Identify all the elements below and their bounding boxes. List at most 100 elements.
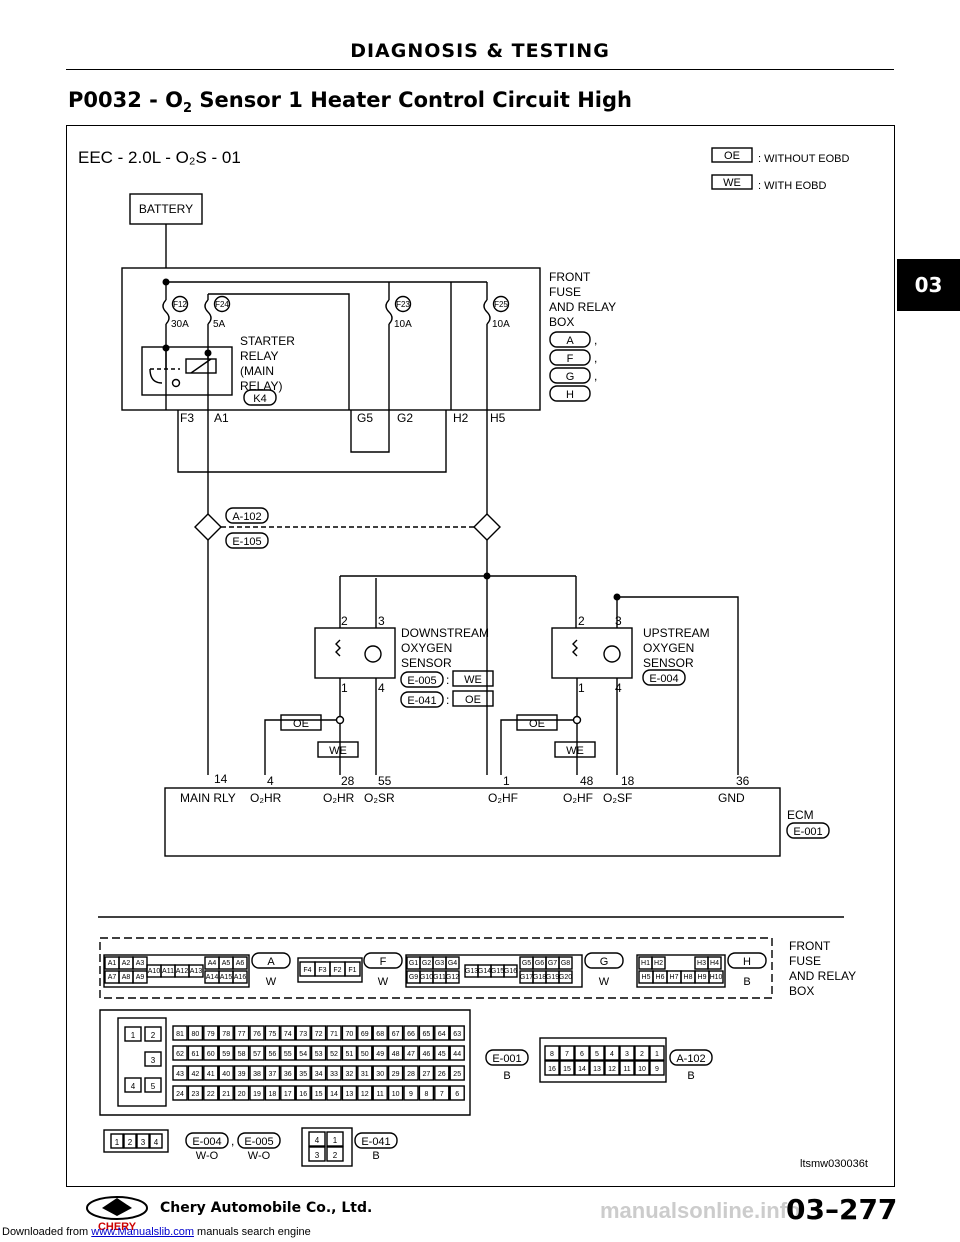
ecm-face-pin (280, 1045, 296, 1061)
ecm-face-pin (249, 1025, 265, 1041)
battery-label: BATTERY (139, 202, 193, 216)
ecm-face-pin (218, 1085, 234, 1101)
ecm-face-pin-label: 43 (176, 1071, 184, 1078)
connector-a102-color: B (687, 1070, 694, 1082)
ecm-face-pin-label: 35 (299, 1071, 307, 1078)
fuse-box-label: AND RELAY (549, 300, 616, 314)
ecm-face-pin (172, 1045, 188, 1061)
connector-a102 (669, 1049, 713, 1066)
chery-logo: CHERY (86, 1196, 148, 1233)
ecm-pin: 55 (378, 774, 392, 788)
downstream-sensor-label: SENSOR (401, 656, 452, 670)
variant-junction (335, 715, 345, 725)
e041-pin-label: 1 (333, 1136, 338, 1145)
ecm-face-pin-label: 2 (151, 1031, 156, 1040)
connector-a102-label: A-102 (676, 1053, 705, 1065)
splice-connector-e105-label: E-105 (232, 536, 261, 548)
ecm-face-pin-label: 29 (392, 1071, 400, 1078)
ecm-face-pin (418, 1085, 435, 1101)
ecm-connector-label: E-001 (793, 826, 822, 838)
ecm-face-pin (372, 1025, 388, 1041)
face-connector-color: W (599, 976, 610, 988)
pin-h-label: H1 (641, 960, 650, 967)
variant-tag-oe (280, 714, 322, 731)
ecm-face-pin (434, 1025, 450, 1041)
ecm-face-pin (372, 1065, 388, 1081)
ecm-signal: O₂HF (488, 791, 518, 805)
connector-a-body (103, 954, 250, 988)
e004-pin-label: 1 (115, 1138, 120, 1147)
a102-pin-label: 6 (580, 1051, 584, 1058)
ecm-face-pin-label: 39 (238, 1071, 246, 1078)
manualslib-link[interactable]: www.Manualslib.com (91, 1226, 194, 1238)
upstream-connector-label: E-004 (649, 673, 678, 685)
ecm-face-pin (434, 1065, 450, 1081)
ecm-face-pin (187, 1045, 204, 1061)
pin-g-label: G6 (535, 960, 544, 967)
fuse-rating: 10A (492, 319, 510, 330)
pin-a (188, 964, 204, 978)
pin-a-label: A1 (108, 960, 117, 967)
ecm-face-pin-label: 4 (131, 1082, 136, 1091)
ecm-face-pin (310, 1045, 327, 1061)
pin-g-label: G9 (409, 974, 418, 981)
splice-diamond (473, 513, 501, 541)
ecm-signal: O₂SF (603, 791, 632, 805)
legend-text: : WITH EOBD (758, 180, 827, 192)
ecm-face-pin (418, 1045, 435, 1061)
pin-g (558, 970, 573, 984)
figure-id: ltsmw030036t (800, 1158, 868, 1170)
ecm-face-pin (233, 1085, 250, 1101)
downstream-sensor-label: DOWNSTREAM (401, 626, 489, 640)
face-connector-a (251, 952, 291, 969)
pin-h-label: H5 (642, 974, 651, 981)
pin-g-label: G14 (478, 968, 491, 975)
connector-e041-body (301, 1127, 353, 1167)
a102-pin-label: 3 (625, 1051, 629, 1058)
separator: , (594, 333, 597, 347)
ecm-face-pin-label: 25 (453, 1071, 461, 1078)
page-number: 03–277 (786, 1193, 898, 1226)
fuse-id: F25 (494, 300, 508, 309)
ecm-face-pin (203, 1065, 219, 1081)
a102-pin (589, 1060, 605, 1076)
gnd-wire (617, 596, 739, 775)
watermark: manualsonline.info (600, 1198, 801, 1223)
pin-g-label: G5 (522, 960, 531, 967)
connector-e041 (354, 1132, 398, 1149)
pin-a-label: A3 (136, 960, 145, 967)
ecm-face-pin (144, 1051, 162, 1067)
upstream-sensor-box (551, 627, 633, 679)
diagram-code: EEC - 2.0L - O₂S - 01 (78, 148, 241, 167)
legend-text: : WITHOUT EOBD (758, 153, 850, 165)
pin-f (344, 961, 361, 977)
pin-h-label: H6 (656, 974, 665, 981)
ecm-face-pin (403, 1065, 419, 1081)
ecm-face-pin-label: 45 (438, 1051, 446, 1058)
pin-h-label: H8 (684, 974, 693, 981)
a102-pin-label: 15 (563, 1066, 571, 1073)
pin-g-label: G17 (520, 974, 533, 981)
connector-e004-color: W-O (196, 1150, 219, 1162)
page-header: DIAGNOSIS & TESTING (350, 40, 610, 62)
ecm-face-pin-label: 76 (253, 1031, 261, 1038)
ecm-pin: 1 (503, 774, 510, 788)
heater-symbol (572, 639, 578, 657)
ecm-face-pin-label: 46 (423, 1051, 431, 1058)
pin-label: 3 (615, 614, 622, 628)
ecm-face-pin (295, 1065, 311, 1081)
ecm-face-pin (449, 1085, 465, 1101)
a102-pin-label: 1 (655, 1051, 659, 1058)
ecm-face-pin (387, 1065, 404, 1081)
e041-pin (326, 1146, 344, 1162)
ecm-face-pin-label: 11 (377, 1091, 384, 1098)
ecm-face-pin-label: 24 (176, 1091, 184, 1098)
a102-pin-label: 10 (638, 1066, 646, 1073)
fuse-face-label: FUSE (789, 954, 821, 968)
ecm-pin: 36 (736, 774, 750, 788)
pin-label: 4 (378, 681, 385, 695)
a102-pin-label: 2 (640, 1051, 644, 1058)
e041-pin-label: 2 (333, 1151, 338, 1160)
ecm-signal: O₂SR (364, 791, 395, 805)
